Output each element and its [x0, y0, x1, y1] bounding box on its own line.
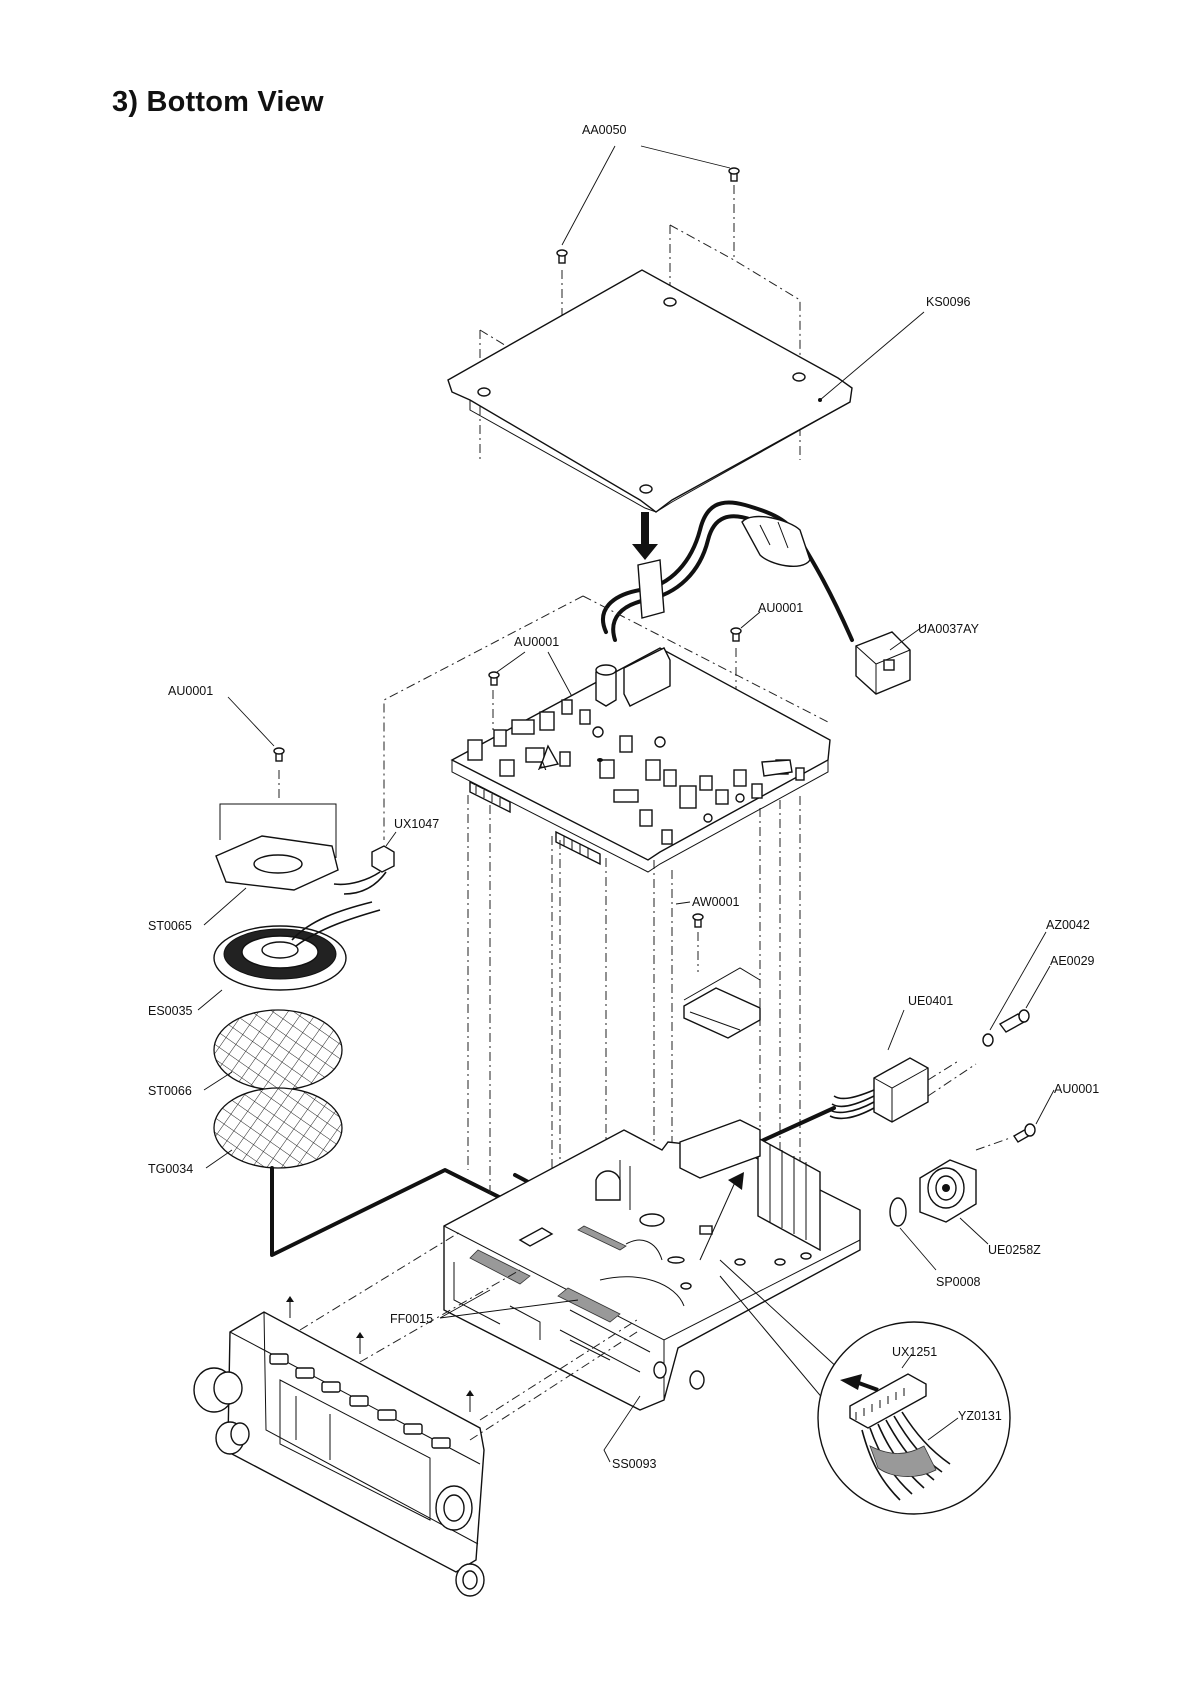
- label-au0001-board: AU0001: [514, 635, 559, 649]
- board-marker-a: A: [538, 759, 547, 773]
- screw-au0001-upper-right: [731, 628, 741, 641]
- down-arrow-icon: [632, 512, 658, 560]
- bracket-under-aw0001: [684, 988, 760, 1038]
- label-sp0008: SP0008: [936, 1275, 981, 1289]
- label-tg0034: TG0034: [148, 1162, 193, 1176]
- label-ue0258z: UE0258Z: [988, 1243, 1041, 1257]
- label-ux1251: UX1251: [892, 1345, 937, 1359]
- main-pcb-board: A: [452, 648, 830, 872]
- washer-az0042: [983, 1034, 993, 1046]
- antenna-connector-ue0258z: [920, 1160, 976, 1222]
- chassis-frame: [444, 1120, 860, 1410]
- label-az0042: AZ0042: [1046, 918, 1090, 932]
- label-au0001-left: AU0001: [168, 684, 213, 698]
- screw-aa0050-left: [557, 250, 567, 263]
- label-es0035: ES0035: [148, 1004, 193, 1018]
- screw-ae0029: [1000, 1010, 1029, 1032]
- screw-au0001-left: [274, 748, 284, 761]
- label-ks0096: KS0096: [926, 295, 971, 309]
- label-aa0050: AA0050: [582, 123, 627, 137]
- bottom-cover-ks0096: [448, 270, 852, 512]
- label-ua0037ay: UA0037AY: [918, 622, 980, 636]
- ring-sp0008: [890, 1198, 906, 1226]
- grille-tg0034: [214, 1088, 342, 1168]
- speaker-es0035: [214, 902, 380, 990]
- connector-ux1047: [334, 846, 394, 894]
- screw-au0001-board: [489, 672, 499, 685]
- screw-aw0001: [693, 914, 703, 927]
- label-ue0401: UE0401: [908, 994, 953, 1008]
- front-panel: [194, 1312, 484, 1596]
- label-yz0131: YZ0131: [958, 1409, 1002, 1423]
- mesh-st0066: [214, 1010, 342, 1090]
- screw-aa0050-right: [729, 168, 739, 181]
- label-au0001-upper-right: AU0001: [758, 601, 803, 615]
- label-ux1047: UX1047: [394, 817, 439, 831]
- label-st0066: ST0066: [148, 1084, 192, 1098]
- label-ss0093: SS0093: [612, 1457, 657, 1471]
- label-au0001-right: AU0001: [1054, 1082, 1099, 1096]
- label-ae0029: AE0029: [1050, 954, 1095, 968]
- label-aw0001: AW0001: [692, 895, 740, 909]
- label-st0065: ST0065: [148, 919, 192, 933]
- screw-au0001-right: [1014, 1124, 1035, 1142]
- plate-st0065: [216, 836, 338, 890]
